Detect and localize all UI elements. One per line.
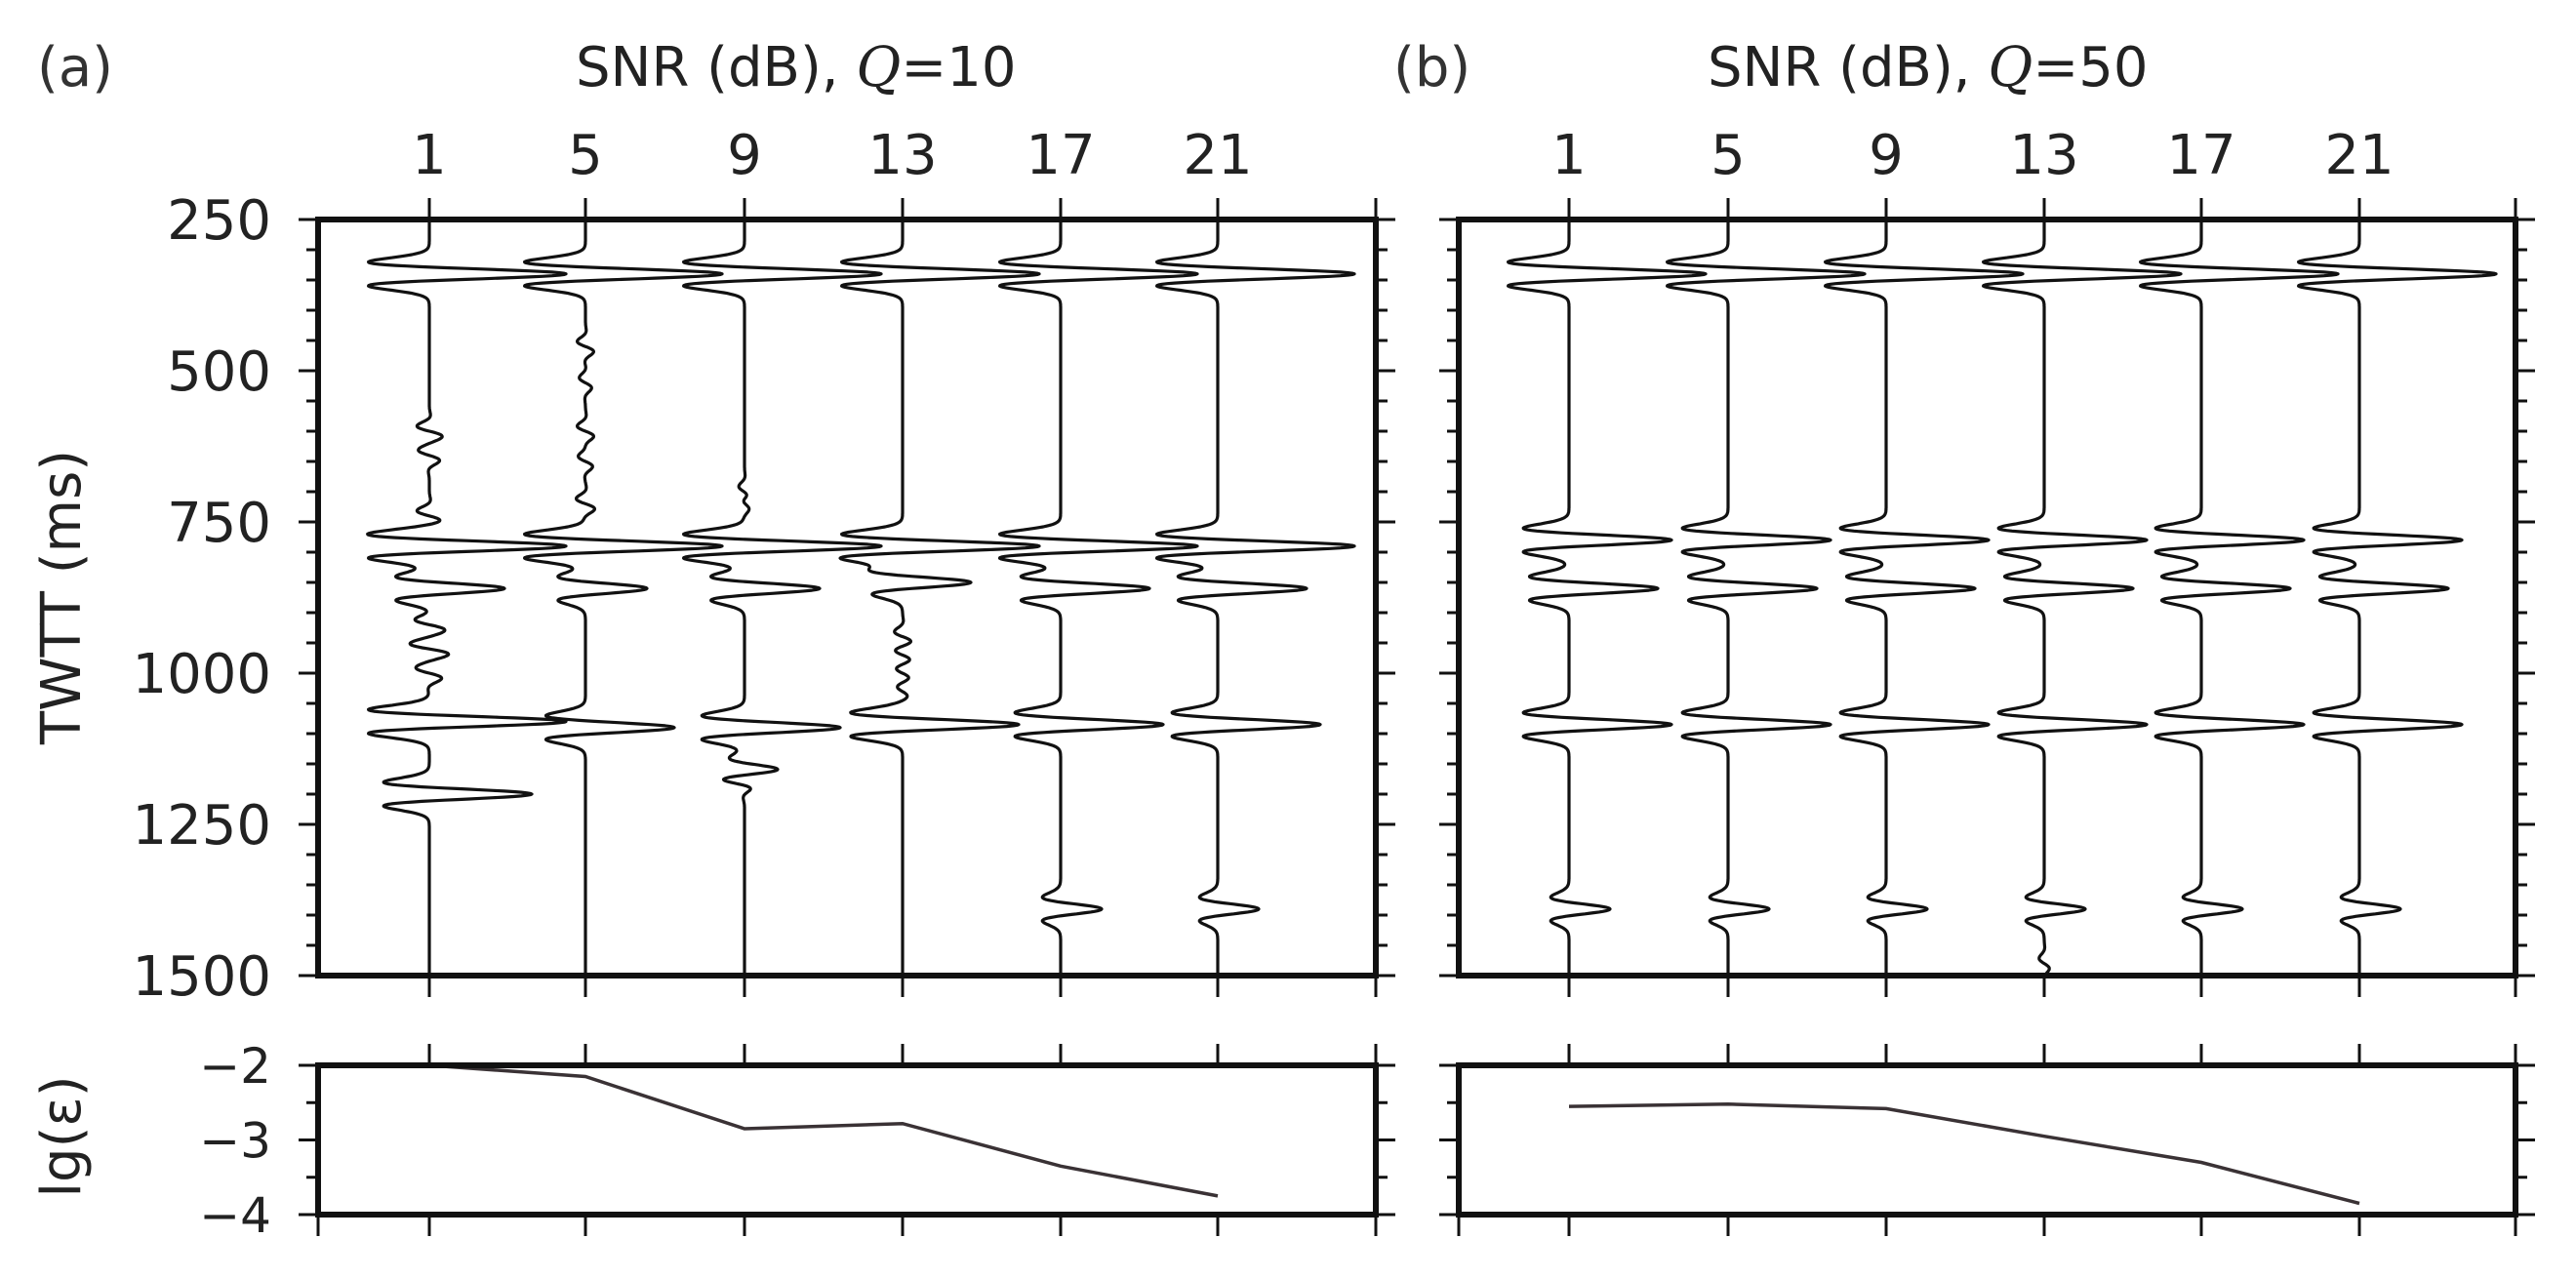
trace-snr-1 xyxy=(1506,219,1708,978)
twtt-tick-label: 1000 xyxy=(132,643,271,706)
snr-tick-label: 5 xyxy=(1711,124,1746,187)
trace-snr-21 xyxy=(2297,219,2498,978)
lg-frame xyxy=(1456,1062,2518,1218)
snr-tick-label: 13 xyxy=(867,124,937,187)
trace-snr-21 xyxy=(1154,219,1356,978)
lg-tick-label: −2 xyxy=(199,1038,271,1095)
snr-tick-label: 17 xyxy=(2166,124,2235,187)
trace-snr-5 xyxy=(1665,219,1867,978)
snr-tick-label: 5 xyxy=(568,124,603,187)
lg-frame xyxy=(315,1062,1379,1218)
trace-snr-17 xyxy=(997,219,1199,978)
trace-snr-9 xyxy=(1823,219,2025,978)
trace-frame xyxy=(1456,217,2518,978)
trace-snr-13 xyxy=(838,219,1041,978)
twtt-tick-label: 1500 xyxy=(132,945,271,1009)
snr-tick-label: 1 xyxy=(1551,124,1587,187)
snr-tick-label: 17 xyxy=(1026,124,1095,187)
lg-tick-label: −4 xyxy=(199,1187,271,1244)
snr-tick-label: 9 xyxy=(1869,124,1904,187)
snr-tick-label: 9 xyxy=(727,124,762,187)
trace-snr-1 xyxy=(366,219,568,978)
static-text: (a) (b) SNR (dB), Q=10 SNR (dB), Q=50 TW… xyxy=(30,36,2149,1198)
lg-tick-label: −3 xyxy=(199,1113,271,1170)
lg-axis-label: lg(ε) xyxy=(30,1075,94,1197)
trace-snr-5 xyxy=(522,219,724,978)
trace-snr-13 xyxy=(1981,219,2183,978)
snr-tick-label: 13 xyxy=(2009,124,2078,187)
panel-a: 1 5 9 13 17 21 250 500 750 1000 1250 1500 −2 −3 −4 xyxy=(132,124,1395,1244)
panel-label-b: (b) xyxy=(1393,36,1470,100)
trace-snr-9 xyxy=(681,219,883,978)
trace-frame xyxy=(315,217,1379,978)
twtt-tick-label: 1250 xyxy=(132,794,271,858)
twtt-tick-label: 250 xyxy=(167,189,271,253)
panel-b-title: SNR (dB), Q=50 xyxy=(1708,36,2149,100)
panel-label-a: (a) xyxy=(37,36,113,100)
panel-b: 1 5 9 13 17 21 xyxy=(1439,124,2535,1236)
lg-epsilon-line xyxy=(428,1063,1219,1198)
panel-a-title: SNR (dB), Q=10 xyxy=(576,36,1017,100)
snr-tick-label: 21 xyxy=(2324,124,2394,187)
twtt-tick-label: 500 xyxy=(167,340,271,404)
snr-tick-label: 1 xyxy=(412,124,447,187)
twtt-tick-label: 750 xyxy=(167,492,271,555)
y-axis-label: TWTT (ms) xyxy=(30,450,94,745)
trace-snr-17 xyxy=(2139,219,2340,978)
snr-tick-label: 21 xyxy=(1183,124,1252,187)
lg-epsilon-line xyxy=(1568,1102,2360,1206)
